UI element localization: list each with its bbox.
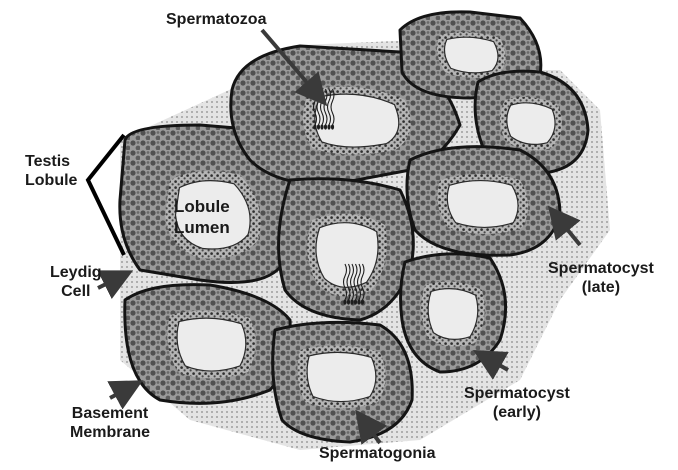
lobule-bottom-center-lumen: [307, 352, 376, 401]
spermatozoon-head: [320, 124, 323, 129]
spermatozoon-head: [313, 124, 316, 129]
spermatozoa-label: Spermatozoa: [166, 10, 266, 29]
spermatozoon-head: [354, 299, 357, 304]
spermatozoon-head: [343, 299, 346, 304]
basement-membrane-label: Basement Membrane: [70, 404, 150, 442]
spermatozoon-head: [350, 299, 353, 304]
spermatogonia-label: Spermatogonia: [319, 444, 435, 463]
spermatozoon-head: [347, 299, 350, 304]
spermatozoon-head: [361, 299, 364, 304]
testis-lobule-label: Testis Lobule: [25, 152, 77, 190]
spermatozoon-head: [327, 124, 330, 129]
spermatozoon-head: [324, 124, 327, 129]
lobule-left-lower-lumen: [177, 318, 246, 371]
spermatocyst-late-label: Spermatocyst (late): [548, 259, 654, 297]
lobule-lumen-label: Lobule Lumen: [174, 196, 230, 238]
lobule-right-middle-lumen: [447, 181, 518, 228]
lobule-bottom-right-lumen: [428, 289, 478, 340]
lobule-bottom-center: [273, 322, 413, 442]
basement-membrane-arrow: [110, 384, 136, 398]
lobule-right-middle: [407, 147, 560, 256]
spermatocyst-early-label: Spermatocyst (early): [464, 384, 570, 422]
lobule-far-right-lumen: [507, 103, 555, 145]
testis-lobule-bracket: [88, 135, 124, 255]
lobule-center-lumen: [316, 223, 378, 288]
spermatozoon-head: [317, 124, 320, 129]
lobule-top-right-lumen: [444, 37, 497, 73]
spermatozoon-head: [357, 299, 360, 304]
spermatozoon-head: [331, 124, 334, 129]
leydig-cell-label: Leydig Cell: [50, 263, 102, 301]
lobule-left-lower: [125, 285, 290, 404]
lobule-bottom-right: [401, 254, 506, 372]
